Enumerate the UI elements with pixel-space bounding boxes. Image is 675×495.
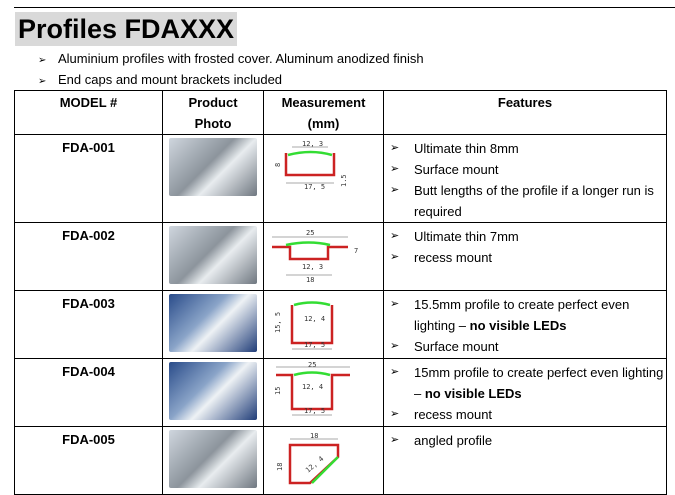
measurement-diagram: 25 7 12, 3 18 (272, 229, 358, 284)
table-row: FDA-002 25 7 12, 3 18 Ultimate thin 7mmrece… (14, 222, 667, 291)
measurement-diagram: 15, 5 12, 4 17, 5 (274, 301, 334, 350)
photo-cell (162, 290, 264, 359)
photo-cell (162, 426, 264, 495)
measurement-diagram: 12, 3 8 17, 5 1.5 (274, 140, 348, 191)
feature-item: Surface mount (390, 159, 666, 180)
dim-label: 15, 5 (274, 312, 282, 333)
features-cell: 15.5mm profile to create perfect even li… (383, 290, 667, 359)
table-row: FDA-001 12, 3 8 17, 5 1.5 Ultimate thin 8mm… (14, 134, 667, 223)
product-photo (169, 362, 257, 420)
header-model: MODEL # (14, 90, 163, 135)
dim-label: 18 (306, 276, 314, 284)
header-measurement: Measurement(mm) (263, 90, 384, 135)
dim-label: 12, 3 (302, 263, 323, 271)
model-cell: FDA-002 (14, 222, 163, 291)
product-photo (169, 430, 257, 488)
dim-label: 12, 3 (302, 140, 323, 148)
page-title: Profiles FDAXXX (15, 12, 238, 46)
feature-item: angled profile (390, 430, 666, 451)
photo-cell (162, 134, 264, 223)
dim-label: 25 (306, 229, 314, 237)
dim-label: 7 (354, 247, 358, 255)
dim-label: 17, 5 (304, 341, 325, 349)
intro-text: Aluminium profiles with frosted cover. A… (58, 51, 424, 66)
dim-label: 15 (274, 387, 282, 395)
table-row: FDA-004 25 15 12, 4 17, 5 15mm profile to c… (14, 358, 667, 427)
feature-item: recess mount (390, 404, 666, 425)
model-cell: FDA-001 (14, 134, 163, 223)
feature-item: 15.5mm profile to create perfect even li… (390, 294, 666, 336)
model-cell: FDA-004 (14, 358, 163, 427)
measurement-cell: 15, 5 12, 4 17, 5 (263, 290, 384, 359)
measurement-diagram: 25 15 12, 4 17, 5 (274, 361, 350, 416)
photo-cell (162, 358, 264, 427)
product-photo (169, 226, 257, 284)
feature-item: recess mount (390, 247, 666, 268)
measurement-cell: 25 15 12, 4 17, 5 (263, 358, 384, 427)
dim-label: 12, 4 (304, 315, 325, 323)
dim-label: 18 (276, 463, 284, 471)
dim-label: 12, 4 (302, 383, 323, 391)
dim-label: 17, 5 (304, 183, 325, 191)
feature-item: 15mm profile to create perfect even ligh… (390, 362, 666, 404)
dim-label: 17, 5 (304, 407, 325, 415)
model-cell: FDA-005 (14, 426, 163, 495)
features-cell: Ultimate thin 7mmrecess mount (383, 222, 667, 291)
feature-item: Surface mount (390, 336, 666, 357)
header-features: Features (383, 90, 667, 135)
feature-item: Butt lengths of the profile if a longer … (390, 180, 666, 222)
dim-label: 18 (310, 432, 318, 440)
intro-bullet: ➢ Aluminium profiles with frosted cover. … (38, 51, 424, 69)
top-rule (14, 7, 675, 8)
dim-label: 25 (308, 361, 316, 369)
intro-text: End caps and mount brackets included (58, 72, 283, 87)
feature-item: Ultimate thin 7mm (390, 226, 666, 247)
measurement-cell: 12, 3 8 17, 5 1.5 (263, 134, 384, 223)
dim-label: 8 (274, 163, 282, 167)
arrow-bullet-icon: ➢ (38, 76, 47, 87)
model-cell: FDA-003 (14, 290, 163, 359)
product-photo (169, 294, 257, 352)
arrow-bullet-icon: ➢ (38, 55, 47, 66)
table-row: FDA-003 15, 5 12, 4 17, 5 15.5mm profile t… (14, 290, 667, 359)
features-cell: Ultimate thin 8mmSurface mountButt lengt… (383, 134, 667, 223)
feature-item: Ultimate thin 8mm (390, 138, 666, 159)
features-cell: 15mm profile to create perfect even ligh… (383, 358, 667, 427)
product-photo (169, 138, 257, 196)
features-cell: angled profile (383, 426, 667, 495)
measurement-cell: 25 7 12, 3 18 (263, 222, 384, 291)
dim-label: 1.5 (340, 174, 348, 187)
intro-bullet: ➢ End caps and mount brackets included (38, 72, 282, 90)
photo-cell (162, 222, 264, 291)
